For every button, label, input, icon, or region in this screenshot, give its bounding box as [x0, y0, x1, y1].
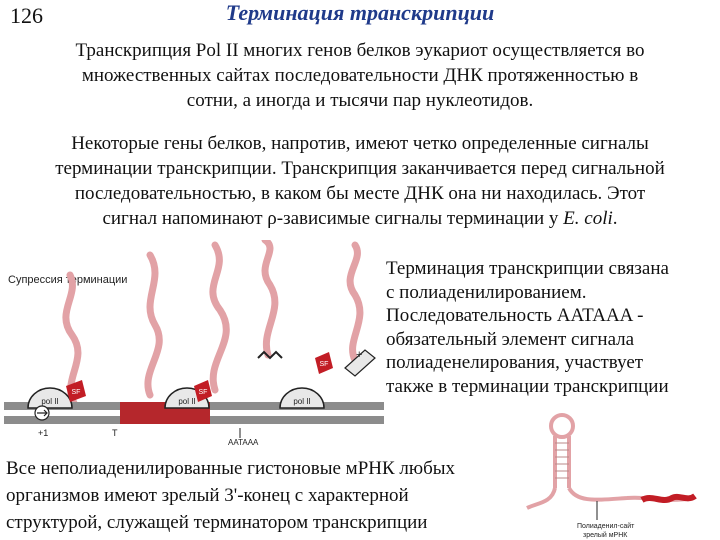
stem-loop-head: [549, 413, 575, 439]
organism-name: E. coli: [563, 208, 613, 229]
plus-sign: +: [356, 349, 362, 361]
last-line-middle: -зависимые сигналы терминации у: [276, 208, 564, 229]
paragraph-1: Транскрипция Pol II многих генов белков …: [8, 38, 712, 113]
paragraph-1-line: сотни, а иногда и тысячи пар нуклеотидов…: [186, 90, 534, 111]
paragraph-2-line: последовательностью, в каком бы месте ДН…: [74, 183, 646, 204]
rna-transcript-4: [261, 240, 279, 359]
factor-label: SF: [72, 389, 81, 396]
signal-label: AATAAA: [228, 438, 259, 447]
rna-transcript-2: [144, 251, 163, 399]
factor-label: SF: [199, 389, 208, 396]
pol-ii-label: pol II: [178, 397, 195, 406]
annotation-line-2: зрелый мРНК: [583, 531, 628, 539]
last-line-before: сигнал напоминают: [102, 208, 268, 229]
stem-loop-diagram: Полиаденил-сайт зрелый мРНК: [526, 413, 697, 539]
paragraph-4: Все неполиаденилированные гистоновые мРН…: [6, 455, 526, 536]
paragraph-4-line: организмов имеют зрелый 3'-конец с харак…: [6, 485, 409, 506]
rna-transcript-5: [346, 241, 364, 364]
factor-label: SF: [320, 361, 329, 368]
rna-transcript-3: [209, 241, 230, 394]
diagram-heading: Супрессия терминации: [8, 274, 127, 286]
stem-strands: [553, 436, 571, 488]
paragraph-3-line: также в терминации транскрипции: [386, 375, 669, 397]
paragraph-4-line: структурой, служащей терминатором транск…: [6, 512, 428, 533]
paragraph-4-line: Все неполиаденилированные гистоновые мРН…: [6, 458, 456, 479]
arrow-glyph-icon: [37, 409, 48, 417]
paragraph-2-line: Некоторые гены белков, напротив, имеют ч…: [71, 133, 649, 154]
left-tail: [526, 487, 557, 510]
paragraph-3-line: обязательный элемент сигнала: [386, 328, 635, 350]
pol-ii-label: pol II: [293, 397, 310, 406]
pol-ii-label: pol II: [41, 397, 58, 406]
paragraph-3-line: полиаденелирования, участвует: [386, 352, 644, 373]
paragraph-2-line: терминации транскрипции. Транскрипция за…: [55, 158, 665, 179]
slide-title: Терминация транскрипции: [225, 0, 495, 25]
paragraph-3-line: Терминация транскрипции связана: [386, 258, 669, 279]
released-subunit: [344, 349, 376, 377]
marker-plus1: +1: [38, 428, 48, 438]
termination-diagram: Супрессия терминации pol II SF pol II SF…: [4, 240, 384, 447]
marker-t: T: [112, 428, 118, 438]
rna-transcript-1: [62, 271, 82, 409]
paragraph-1-line: Транскрипция Pol II многих генов белков …: [75, 40, 645, 61]
cleavage-mark: [257, 350, 283, 360]
paragraph-3-line: с полиаденилированием.: [386, 281, 587, 303]
factor-box-released: [315, 352, 333, 374]
pol-ii-complex-1: [27, 387, 73, 409]
paragraph-2: Некоторые гены белков, напротив, имеют ч…: [4, 131, 716, 231]
paragraph-2-last-line: сигнал напоминают ρ-зависимые сигналы те…: [4, 206, 716, 231]
factor-box: [194, 380, 212, 402]
paragraph-3: Терминация транскрипции связана с полиад…: [386, 257, 720, 398]
annotation-line-1: Полиаденил-сайт: [577, 522, 635, 530]
paragraph-1-line: множественных сайтах последовательности …: [81, 65, 639, 86]
rho-symbol: ρ: [267, 208, 277, 229]
pol-ii-complex-3: [279, 387, 325, 409]
last-line-after: .: [612, 208, 618, 229]
slide-number: 126: [10, 3, 43, 28]
paragraph-3-line: Последовательность AATAAA -: [386, 305, 644, 326]
highlight-region: [640, 493, 697, 503]
factor-box: [66, 380, 86, 402]
base-pair-rungs: [555, 442, 569, 479]
